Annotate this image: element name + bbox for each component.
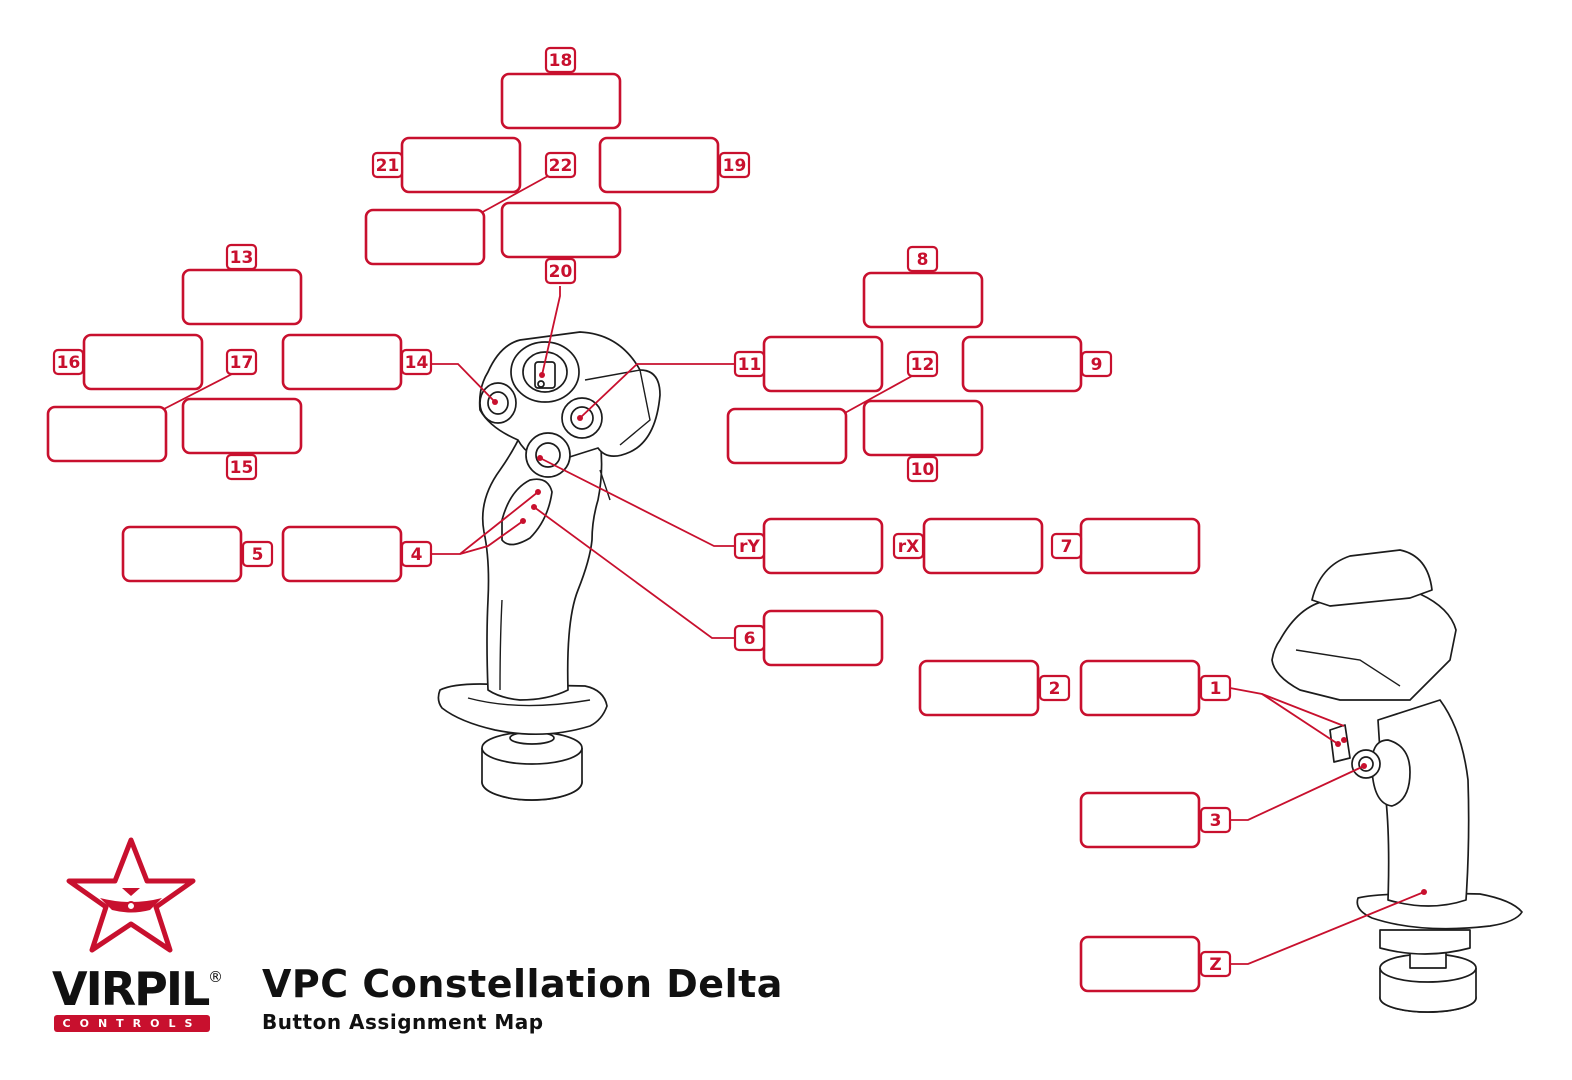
svg-text:6: 6 bbox=[744, 629, 756, 649]
svg-text:21: 21 bbox=[376, 156, 400, 176]
tag-19: 19 bbox=[718, 151, 751, 179]
tag-9: 9 bbox=[1080, 350, 1113, 378]
assignment-box-9[interactable] bbox=[961, 335, 1083, 393]
assignment-box-21[interactable] bbox=[400, 136, 522, 194]
tag-7: 7 bbox=[1050, 532, 1083, 560]
assignment-box-19[interactable] bbox=[598, 136, 720, 194]
assignment-box-11[interactable] bbox=[762, 335, 884, 393]
svg-text:10: 10 bbox=[911, 460, 935, 480]
svg-text:7: 7 bbox=[1061, 537, 1073, 557]
leader-lines bbox=[159, 175, 1427, 965]
assignment-box-17[interactable] bbox=[46, 405, 168, 463]
assignment-box-15[interactable] bbox=[181, 397, 303, 455]
tag-20: 20 bbox=[544, 257, 577, 285]
svg-text:19: 19 bbox=[723, 156, 747, 176]
assignment-box-4[interactable] bbox=[281, 525, 403, 583]
number-tags: 18 21 22 19 20 13 16 17 14 15 8 11 12 9 … bbox=[52, 46, 1232, 978]
assignment-box-18[interactable] bbox=[500, 72, 622, 130]
tag-14: 14 bbox=[400, 348, 433, 376]
tag-15: 15 bbox=[225, 453, 258, 481]
tag-17: 17 bbox=[225, 348, 258, 376]
svg-text:15: 15 bbox=[230, 458, 254, 478]
assignment-box-rY[interactable] bbox=[762, 517, 884, 575]
svg-text:11: 11 bbox=[738, 355, 762, 375]
tag-rY: rY bbox=[733, 532, 766, 560]
assignment-box-20[interactable] bbox=[500, 201, 622, 259]
tag-4: 4 bbox=[400, 540, 433, 568]
svg-text:9: 9 bbox=[1091, 355, 1103, 375]
assignment-box-10[interactable] bbox=[862, 399, 984, 457]
svg-text:rY: rY bbox=[739, 537, 760, 557]
assignment-box-7[interactable] bbox=[1079, 517, 1201, 575]
assignment-box-8[interactable] bbox=[862, 271, 984, 329]
tag-12: 12 bbox=[906, 350, 939, 378]
registered-mark: ® bbox=[208, 968, 223, 986]
svg-text:Z: Z bbox=[1209, 955, 1221, 975]
joystick-side-illustration bbox=[1271, 549, 1523, 1013]
tag-16: 16 bbox=[52, 348, 85, 376]
svg-text:13: 13 bbox=[230, 248, 254, 268]
assignment-box-1[interactable] bbox=[1079, 659, 1201, 717]
assignment-box-5[interactable] bbox=[121, 525, 243, 583]
svg-text:22: 22 bbox=[549, 156, 573, 176]
assignment-box-3[interactable] bbox=[1079, 791, 1201, 849]
tag-2: 2 bbox=[1038, 674, 1071, 702]
svg-text:16: 16 bbox=[57, 353, 81, 373]
svg-text:rX: rX bbox=[898, 537, 920, 557]
assignment-box-Z[interactable] bbox=[1079, 935, 1201, 993]
svg-text:1: 1 bbox=[1210, 679, 1222, 699]
assignment-box-13[interactable] bbox=[181, 268, 303, 326]
assignment-box-16[interactable] bbox=[82, 333, 204, 391]
svg-text:5: 5 bbox=[252, 545, 264, 565]
tag-1: 1 bbox=[1199, 674, 1232, 702]
tag-11: 11 bbox=[733, 350, 766, 378]
tag-21: 21 bbox=[371, 151, 404, 179]
tag-13: 13 bbox=[225, 243, 258, 271]
svg-text:14: 14 bbox=[405, 353, 429, 373]
svg-text:4: 4 bbox=[411, 545, 423, 565]
brand-subtitle: CONTROLS bbox=[54, 1015, 210, 1032]
assignment-box-22[interactable] bbox=[364, 208, 486, 266]
svg-text:8: 8 bbox=[917, 250, 929, 270]
assignment-box-14[interactable] bbox=[281, 333, 403, 391]
page-subtitle: Button Assignment Map bbox=[262, 1010, 544, 1034]
assignment-box-2[interactable] bbox=[918, 659, 1040, 717]
assignment-box-12[interactable] bbox=[726, 407, 848, 465]
tag-18: 18 bbox=[544, 46, 577, 74]
tag-3: 3 bbox=[1199, 806, 1232, 834]
tag-6: 6 bbox=[733, 624, 766, 652]
svg-text:20: 20 bbox=[549, 262, 573, 282]
assignment-boxes bbox=[46, 72, 1201, 993]
brand-name: VIRPIL bbox=[52, 962, 210, 1016]
tag-22: 22 bbox=[544, 151, 577, 179]
tag-5: 5 bbox=[241, 540, 274, 568]
tag-Z: Z bbox=[1199, 950, 1232, 978]
svg-text:17: 17 bbox=[230, 353, 254, 373]
svg-text:18: 18 bbox=[549, 51, 573, 71]
svg-text:3: 3 bbox=[1210, 811, 1222, 831]
page-title: VPC Constellation Delta bbox=[262, 962, 783, 1006]
assignment-box-6[interactable] bbox=[762, 609, 884, 667]
assignment-box-rX[interactable] bbox=[922, 517, 1044, 575]
tag-8: 8 bbox=[906, 245, 939, 273]
svg-text:12: 12 bbox=[911, 355, 935, 375]
tag-rX: rX bbox=[892, 532, 925, 560]
svg-text:2: 2 bbox=[1049, 679, 1061, 699]
tag-10: 10 bbox=[906, 455, 939, 483]
virpil-star-logo bbox=[66, 837, 196, 953]
joystick-front-illustration bbox=[437, 331, 661, 801]
